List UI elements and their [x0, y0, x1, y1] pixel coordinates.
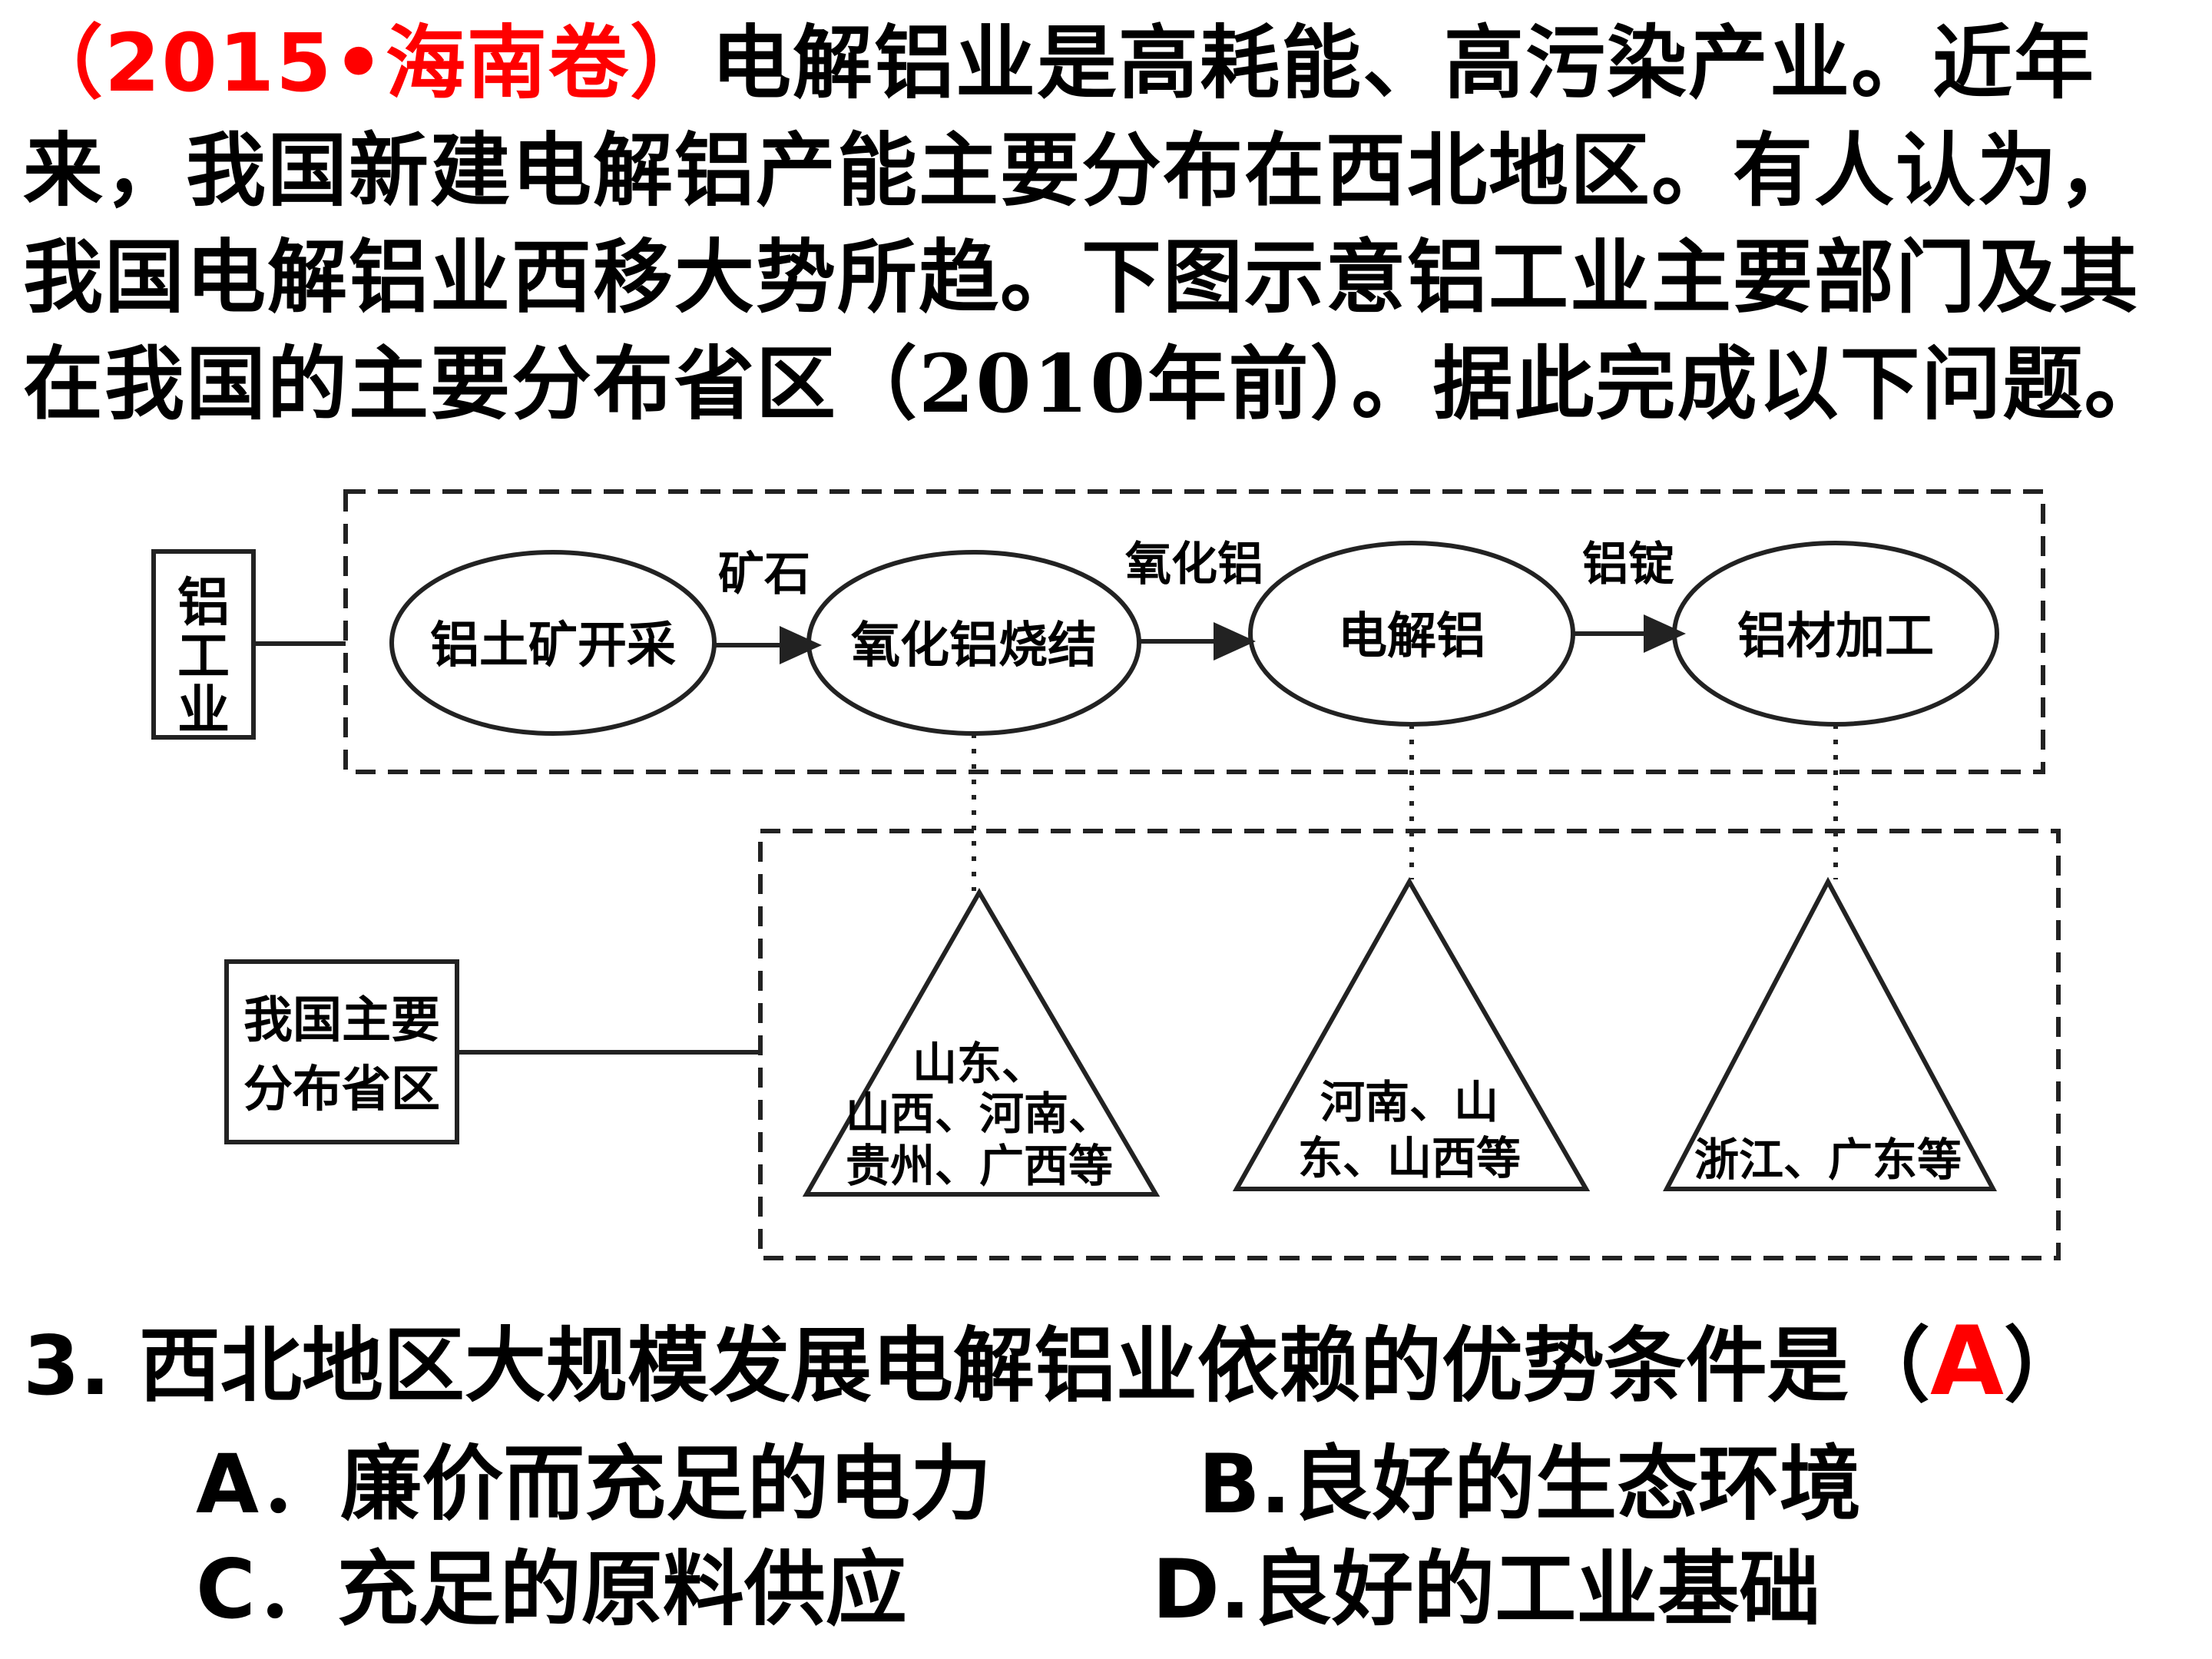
question-text: 西北地区大规模发展电解铝业依赖的优势条件是（	[138, 1319, 1930, 1413]
region-alumina-2: 山西、河南、	[846, 1088, 1113, 1140]
exam-source: （2015•海南卷）	[23, 16, 711, 110]
stages-frame	[343, 489, 2045, 774]
arrow-label-ore: 矿石	[718, 548, 810, 601]
stage-label-electrolytic-aluminum: 电解铝	[1338, 608, 1485, 665]
distribution-label-1: 我国主要	[243, 992, 440, 1049]
question-number: 3.	[23, 1319, 111, 1413]
region-electrolysis-2: 东、山西等	[1298, 1132, 1521, 1184]
answer-mark: A	[1929, 1306, 2004, 1417]
option-a[interactable]: A．廉价而充足的电力	[196, 1437, 992, 1532]
option-c[interactable]: C．充足的原料供应	[196, 1542, 907, 1637]
arrow-label-alumina: 氧化铝	[1125, 538, 1263, 591]
distribution-label-2: 分布省区	[243, 1061, 440, 1118]
arrowhead-alumina	[1214, 622, 1256, 661]
stage-label-alumina-sintering: 氧化铝烧结	[851, 618, 1097, 674]
option-b[interactable]: B.良好的生态环境	[1198, 1437, 1862, 1532]
region-alumina-3: 贵州、广西等	[846, 1140, 1113, 1192]
stage-label-aluminum-processing: 铝材加工	[1737, 608, 1934, 665]
question-close: ）	[2003, 1319, 2085, 1413]
region-processing-1: 浙江、广东等	[1694, 1134, 1962, 1186]
option-d[interactable]: D.良好的工业基础	[1152, 1542, 1821, 1637]
question-passage: （2015•海南卷）电解铝业是高耗能、高污染产业。近年来，我国新建电解铝产能主要…	[23, 9, 2197, 438]
passage-instruction: 据此完成以下问题。	[1432, 337, 2166, 431]
arrowhead-ore	[780, 626, 822, 664]
arrow-label-ingot: 铝锭	[1582, 538, 1674, 591]
region-alumina-1: 山东、	[912, 1038, 1046, 1090]
industry-label-2: 工	[177, 627, 230, 687]
question-stem: 3. 西北地区大规模发展电解铝业依赖的优势条件是（A）	[23, 1312, 2085, 1416]
stage-label-bauxite-mining: 铝土矿开采	[430, 618, 676, 674]
arrowhead-ingot	[1644, 614, 1686, 653]
industry-label-1: 铝	[177, 573, 230, 634]
region-triangle-processing	[1663, 876, 1998, 1191]
regions-frame	[758, 829, 2061, 1260]
passage-body: 电解铝业是高耗能、高污染产业。近年来，我国新建电解铝产能主要分布在西北地区。有人…	[23, 15, 2141, 431]
region-electrolysis-1: 河南、山	[1320, 1076, 1498, 1128]
region-triangle-alumina	[802, 888, 1161, 1197]
industry-label-3: 业	[177, 680, 230, 741]
region-triangle-electrolysis	[1232, 876, 1591, 1191]
